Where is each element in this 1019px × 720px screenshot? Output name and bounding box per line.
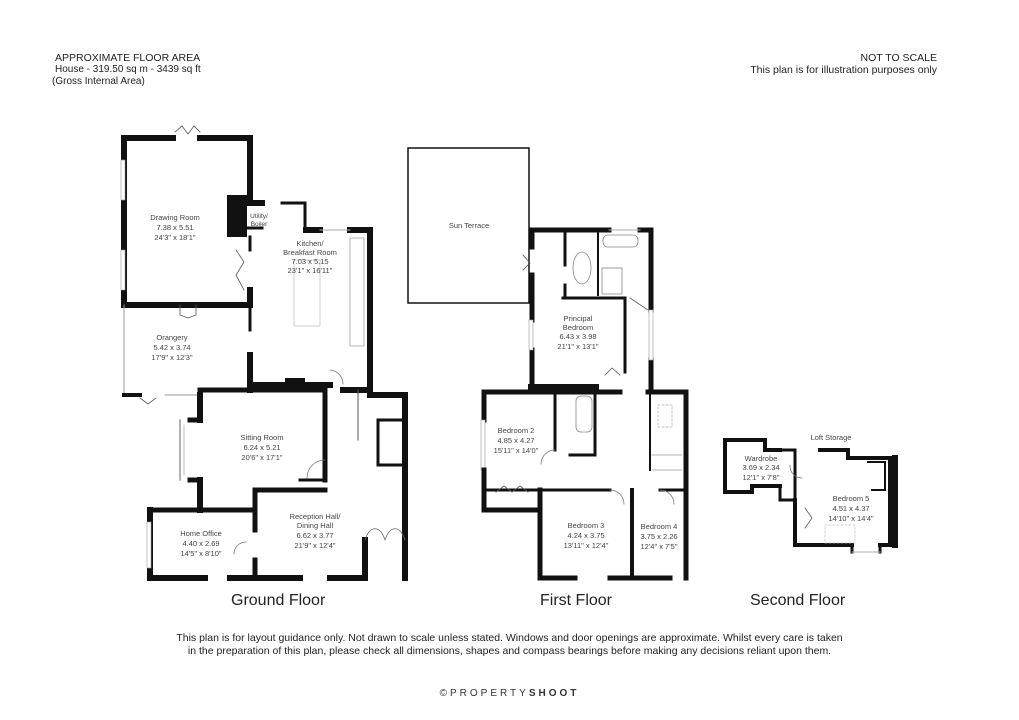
ground-floor-title: Ground Floor (231, 592, 326, 609)
room-wardrobe-imperial: 12'1" x 7'8" (743, 473, 780, 482)
ground-floor-plan (120, 125, 408, 581)
room-drawing-room-name: Drawing Room (150, 213, 200, 222)
svg-text:Boiler: Boiler (251, 221, 268, 228)
svg-text:Bedroom: Bedroom (563, 323, 593, 332)
room-principal-imperial: 21'1" x 13'1" (557, 342, 598, 351)
second-floor-labels: Loft Storage Wardrobe 3.69 x 2.34 12'1" … (742, 433, 874, 523)
room-home-office-metric: 4.40 x 2.69 (182, 539, 219, 548)
area-note: (Gross Internal Area) (52, 76, 145, 87)
svg-text:Reception Hall/: Reception Hall/ (290, 512, 342, 521)
svg-text:Principal: Principal (564, 314, 593, 323)
room-wardrobe-name: Wardrobe (745, 454, 778, 463)
room-reception-metric: 6.62 x 3.77 (296, 531, 333, 540)
scale-title: NOT TO SCALE (860, 52, 937, 64)
svg-text:Breakfast Room: Breakfast Room (283, 248, 337, 257)
second-floor-title: Second Floor (750, 592, 846, 609)
room-bedroom5-name: Bedroom 5 (833, 494, 870, 503)
room-bedroom5-imperial: 14'10" x 14'4" (828, 514, 874, 523)
first-floor-plan (407, 147, 689, 581)
scale-info: NOT TO SCALE This plan is for illustrati… (750, 52, 937, 76)
room-bedroom2-name: Bedroom 2 (498, 426, 535, 435)
room-home-office-name: Home Office (180, 529, 222, 538)
disclaimer-line-1: This plan is for layout guidance only. N… (176, 632, 843, 644)
disclaimer-line-2: in the preparation of this plan, please … (187, 645, 832, 657)
room-bedroom4-metric: 3.75 x 2.26 (640, 532, 677, 541)
brand-light: ©PROPERTY (439, 688, 529, 699)
scale-note: This plan is for illustration purposes o… (750, 64, 937, 76)
room-kitchen-imperial: 23'1" x 16'11" (288, 266, 333, 275)
room-reception-imperial: 21'9" x 12'4" (294, 541, 335, 550)
room-bedroom2-metric: 4.85 x 4.27 (497, 436, 534, 445)
room-sitting-room-name: Sitting Room (241, 433, 284, 442)
disclaimer: This plan is for layout guidance only. N… (0, 632, 1019, 658)
room-bedroom3-name: Bedroom 3 (568, 521, 605, 530)
svg-text:Kitchen/: Kitchen/ (296, 239, 324, 248)
area-value: House - 319.50 sq m - 3439 sq ft (55, 64, 201, 75)
floor-area-info: APPROXIMATE FLOOR AREA House - 319.50 sq… (52, 52, 201, 88)
room-kitchen-metric: 7.03 x 5.15 (291, 257, 328, 266)
room-sitting-room-metric: 6.24 x 5.21 (243, 443, 280, 452)
svg-text:Dining Hall: Dining Hall (297, 521, 334, 530)
ground-floor-labels: Drawing Room 7.38 x 5.51 24'3" x 18'1" U… (150, 213, 341, 558)
brand-bold: SHOOT (528, 688, 580, 699)
room-principal-metric: 6.43 x 3.98 (559, 332, 596, 341)
brand-logo: ©PROPERTYSHOOT (0, 688, 1019, 699)
room-sun-terrace-name: Sun Terrace (449, 221, 489, 230)
second-floor-plan (723, 438, 898, 554)
room-home-office-imperial: 14'5" x 8'10" (180, 549, 221, 558)
room-drawing-room-imperial: 24'3" x 18'1" (154, 233, 195, 242)
first-floor-labels: Sun Terrace Principal Bedroom 6.43 x 3.9… (449, 221, 678, 551)
room-loft-storage-name: Loft Storage (811, 433, 852, 442)
room-orangery-name: Orangery (156, 333, 188, 342)
room-drawing-room-metric: 7.38 x 5.51 (156, 223, 193, 232)
area-title: APPROXIMATE FLOOR AREA (55, 52, 201, 64)
svg-text:Utility/: Utility/ (250, 213, 268, 220)
room-bedroom5-metric: 4.51 x 4.37 (832, 504, 869, 513)
room-orangery-metric: 5.42 x 3.74 (153, 343, 190, 352)
room-bedroom2-imperial: 15'11" x 14'0" (494, 446, 539, 455)
room-bedroom3-metric: 4.24 x 3.75 (567, 531, 604, 540)
first-floor-title: First Floor (540, 592, 612, 609)
room-bedroom3-imperial: 13'11" x 12'4" (564, 541, 609, 550)
room-sitting-room-imperial: 20'6" x 17'1" (241, 453, 282, 462)
room-bedroom4-imperial: 12'4" x 7'5" (641, 542, 678, 551)
room-wardrobe-metric: 3.69 x 2.34 (742, 463, 779, 472)
room-bedroom4-name: Bedroom 4 (641, 522, 678, 531)
room-orangery-imperial: 17'9" x 12'3" (151, 353, 192, 362)
